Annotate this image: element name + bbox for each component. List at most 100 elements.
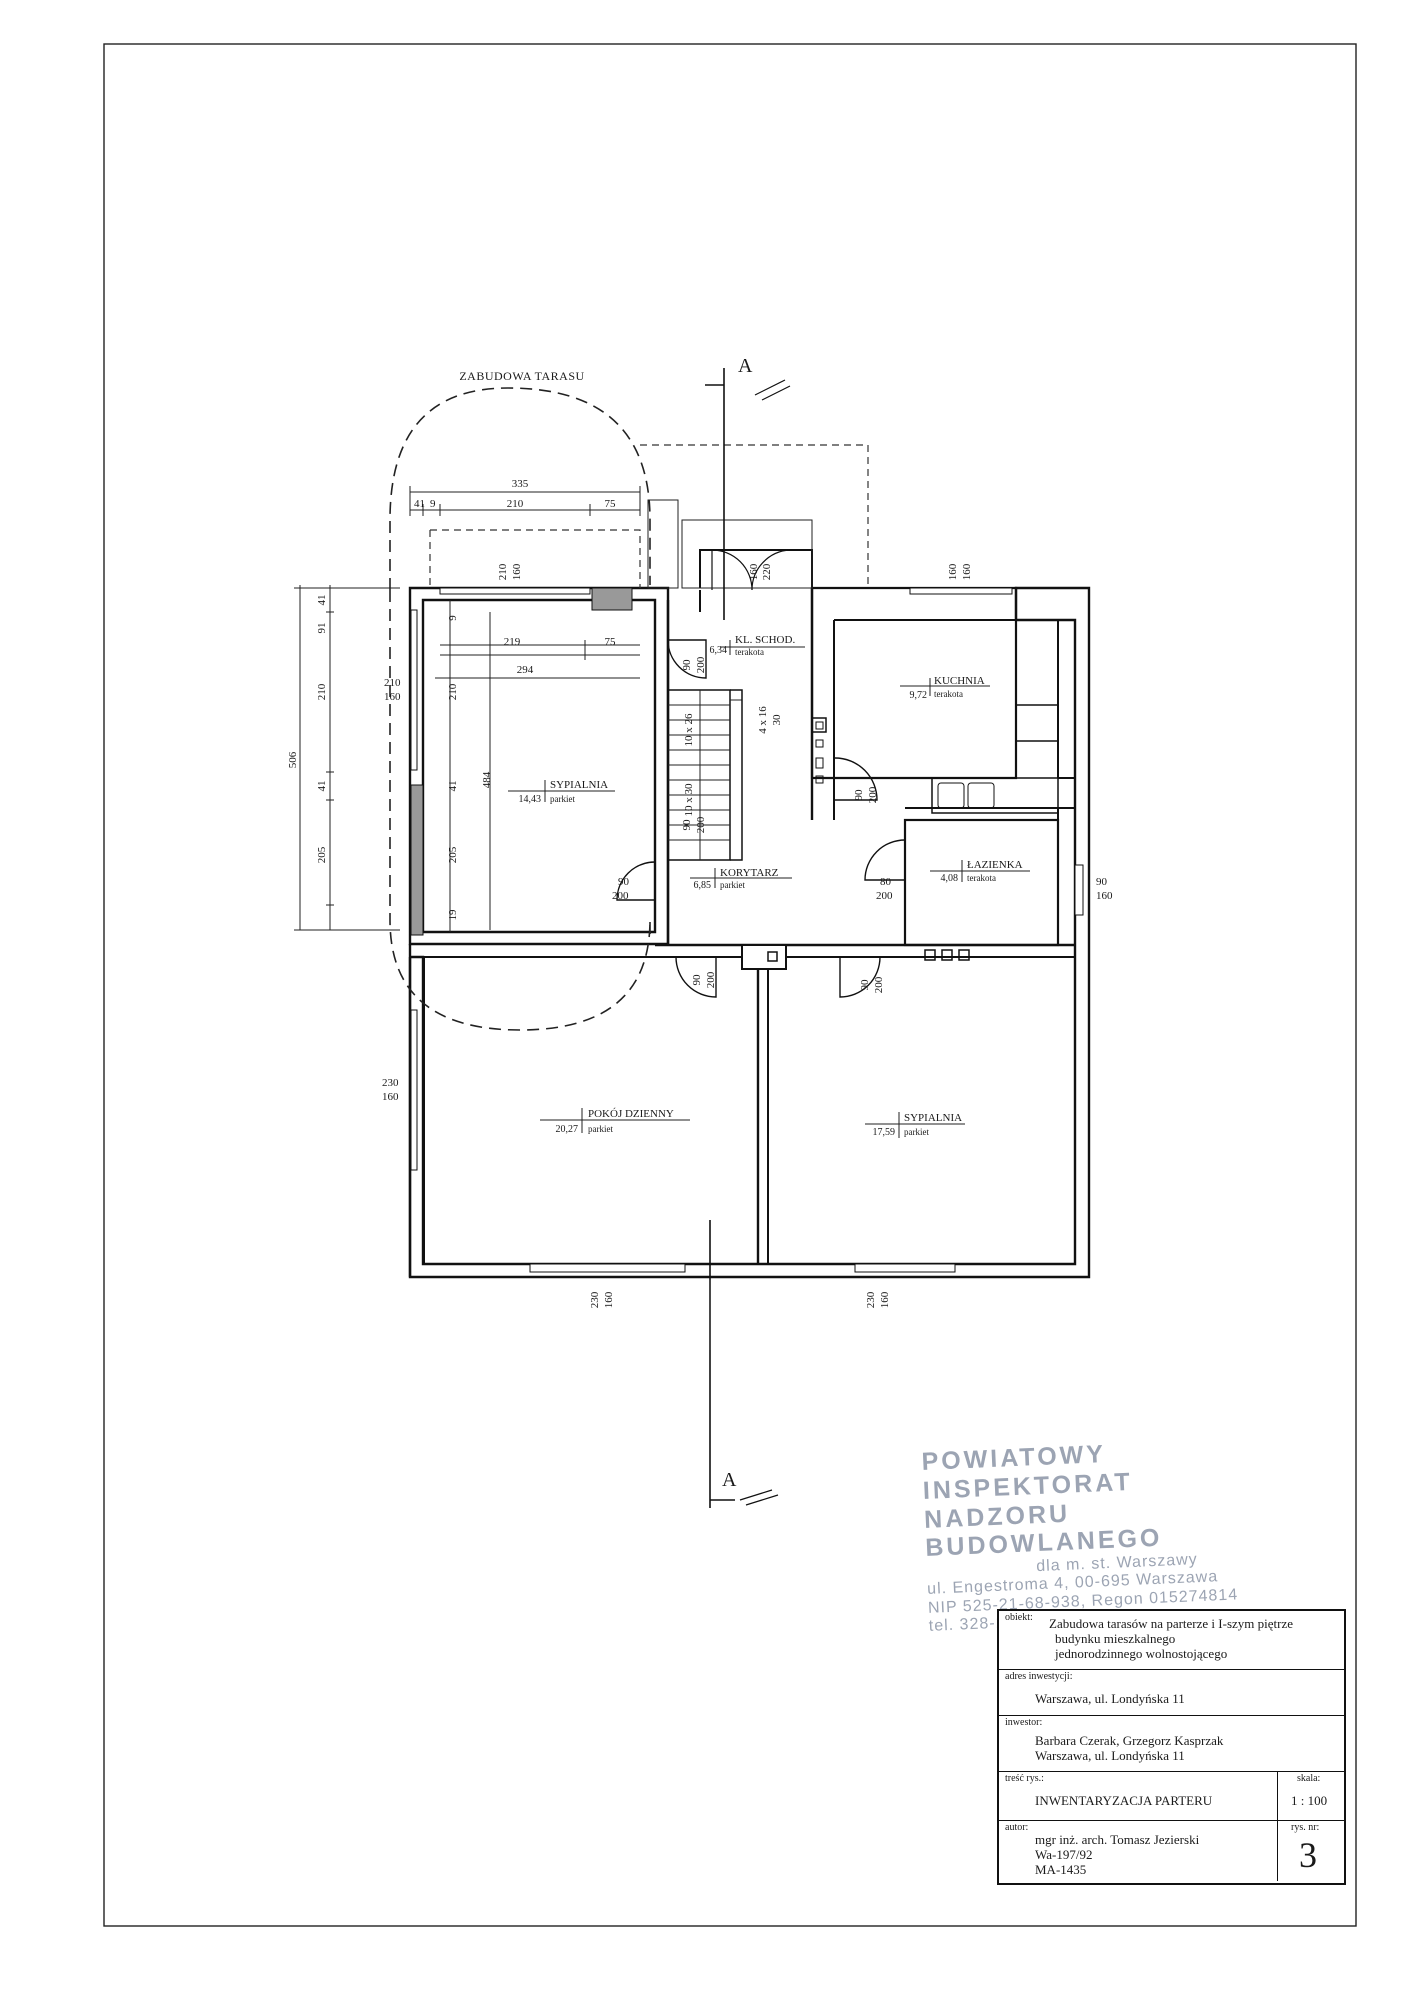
room-name-living: POKÓJ DZIENNY [588,1108,674,1120]
room-floor-bedroom-2: parkiet [904,1127,929,1137]
tb-object-line-3: jednorodzinnego wolnostojącego [1055,1646,1228,1661]
room-area-corridor: 6,85 [694,880,712,891]
door-dim-ext-160: 160 [748,563,760,580]
room-area-stairwell: 6,34 [710,645,728,656]
tb-row-object: obiekt: Zabudowa tarasów na parterze i I… [999,1611,1344,1670]
door-dim-bed-90: 90 [618,876,630,888]
room-name-corridor: KORYTARZ [720,867,779,879]
room-floor-corridor: parkiet [720,880,745,890]
tb-content-label: treść rys.: [1005,1773,1044,1784]
room-floor-bedroom-1: parkiet [550,794,575,804]
tb-row-author: autor: mgr inż. arch. Tomasz Jezierski W… [999,1821,1344,1881]
room-area-bedroom-1: 14,43 [519,794,542,805]
room-name-bedroom-1: SYPIALNIA [550,779,608,791]
tb-author-label: autor: [1005,1822,1029,1833]
room-labels: KL. SCHOD. 6,34 terakota KUCHNIA 9,72 te… [508,634,1030,1138]
door-dim-bed2-200: 200 [873,976,885,993]
door-dim-living-200: 200 [705,971,717,988]
room-area-bedroom-2: 17,59 [873,1127,896,1138]
tb-author-line-1: mgr inż. arch. Tomasz Jezierski [1035,1832,1200,1847]
door-dim-living-90: 90 [691,974,703,986]
building-walls [408,549,1091,1279]
tb-drawing-no-label: rys. nr: [1291,1822,1320,1833]
stairs-dim-3: 10 x 30 [683,783,695,817]
door-dim-ext-220: 220 [761,563,773,580]
dim-top-total: 335 [512,478,529,490]
doors [616,549,906,998]
door-dim-bed2-90: 90 [859,979,871,991]
dimension-lines [294,486,711,1350]
door-dim-bath-200: 200 [876,890,893,902]
tb-row-investor: inwestor: Barbara Czerak, Grzegorz Kaspr… [999,1716,1344,1772]
door-dim-stair-90: 90 [681,659,693,671]
dim-inner-v205: 205 [447,846,459,863]
win-dim-left-160: 160 [384,691,401,703]
dim-v205: 205 [316,846,328,863]
win-dim-bottom-230: 230 [589,1291,601,1308]
dim-inner-75: 75 [605,636,617,648]
win-dim-bath-90: 90 [1096,876,1108,888]
tb-drawing-no: 3 [1299,1835,1317,1875]
dim-inner-v210: 210 [447,683,459,700]
dim-inner-219: 219 [504,636,521,648]
tb-scale-label: skala: [1297,1773,1321,1784]
dim-506: 506 [287,751,299,768]
dim-inner-v41: 41 [447,781,459,792]
dim-inner-294: 294 [517,664,534,676]
stairs-dim-2: 4 x 16 [757,706,769,734]
stairs-dim-5: 30 [771,714,783,726]
dim-top-c: 210 [507,498,524,510]
room-floor-kitchen: terakota [934,689,963,699]
tb-investor-line-1: Barbara Czerak, Grzegorz Kasprzak [1035,1733,1224,1748]
room-area-living: 20,27 [556,1124,579,1135]
dim-top-b: 9 [430,498,436,510]
stairs-dim-1: 10 x 26 [683,713,695,747]
room-floor-bathroom: terakota [967,873,996,883]
door-dim-kitchen-90: 90 [853,789,865,801]
room-name-kitchen: KUCHNIA [934,675,985,687]
door-dim-bath-80: 80 [880,876,892,888]
room-name-bedroom-2: SYPIALNIA [904,1112,962,1124]
tb-row-address: adres inwestycji: Warszawa, ul. Londyńsk… [999,1670,1344,1716]
tb-author-line-2: Wa-197/92 [1035,1847,1093,1862]
dim-top-d: 75 [605,498,617,510]
tb-object-line-2: budynku mieszkalnego [1055,1631,1176,1646]
tb-object-label: obiekt: [1005,1612,1033,1623]
win-dim-kitchen-160b: 160 [961,563,973,580]
section-mark-top: A [738,355,753,377]
win-dim-bottom2-230: 230 [865,1291,877,1308]
tb-author-line-3: MA-1435 [1035,1862,1087,1877]
door-dim-bed-200: 200 [612,890,629,902]
staircase [667,689,743,861]
dim-inner-v9: 9 [447,615,459,621]
door-dim-stair-200: 200 [695,656,707,673]
room-area-kitchen: 9,72 [910,690,928,701]
tb-address: Warszawa, ul. Londyńska 11 [1035,1691,1185,1706]
win-dim-left-210: 210 [384,677,401,689]
tb-row-content: treść rys.: INWENTARYZACJA PARTERU skala… [999,1772,1344,1821]
win-dim-top-210: 210 [497,563,509,580]
door-dim-kitchen-200: 200 [867,786,879,803]
room-floor-stairwell: terakota [735,647,764,657]
sheet-frame [103,43,1357,1927]
win-dim-kitchen-160a: 160 [947,563,959,580]
title-block: obiekt: Zabudowa tarasów na parterze i I… [997,1609,1346,1885]
room-name-bathroom: ŁAZIENKA [967,859,1023,871]
win-dim-bottom2-160: 160 [879,1291,891,1308]
dim-v210: 210 [316,683,328,700]
tb-address-label: adres inwestycji: [1005,1671,1073,1682]
win-dim-bath-160: 160 [1096,890,1113,902]
room-floor-living: parkiet [588,1124,613,1134]
tb-scale: 1 : 100 [1291,1793,1328,1808]
tb-investor-line-2: Warszawa, ul. Londyńska 11 [1035,1748,1185,1763]
dim-top-a: 41 [414,498,425,510]
dim-v41: 41 [316,595,328,606]
door-dim-corr-200: 200 [695,816,707,833]
win-dim-living-160: 160 [382,1091,399,1103]
terrace-outline [389,387,869,1031]
dim-484: 484 [481,771,493,788]
section-line-a [705,368,791,1508]
room-name-stairwell: KL. SCHOD. [735,634,795,646]
terrace-label: ZABUDOWA TARASU [459,369,584,383]
